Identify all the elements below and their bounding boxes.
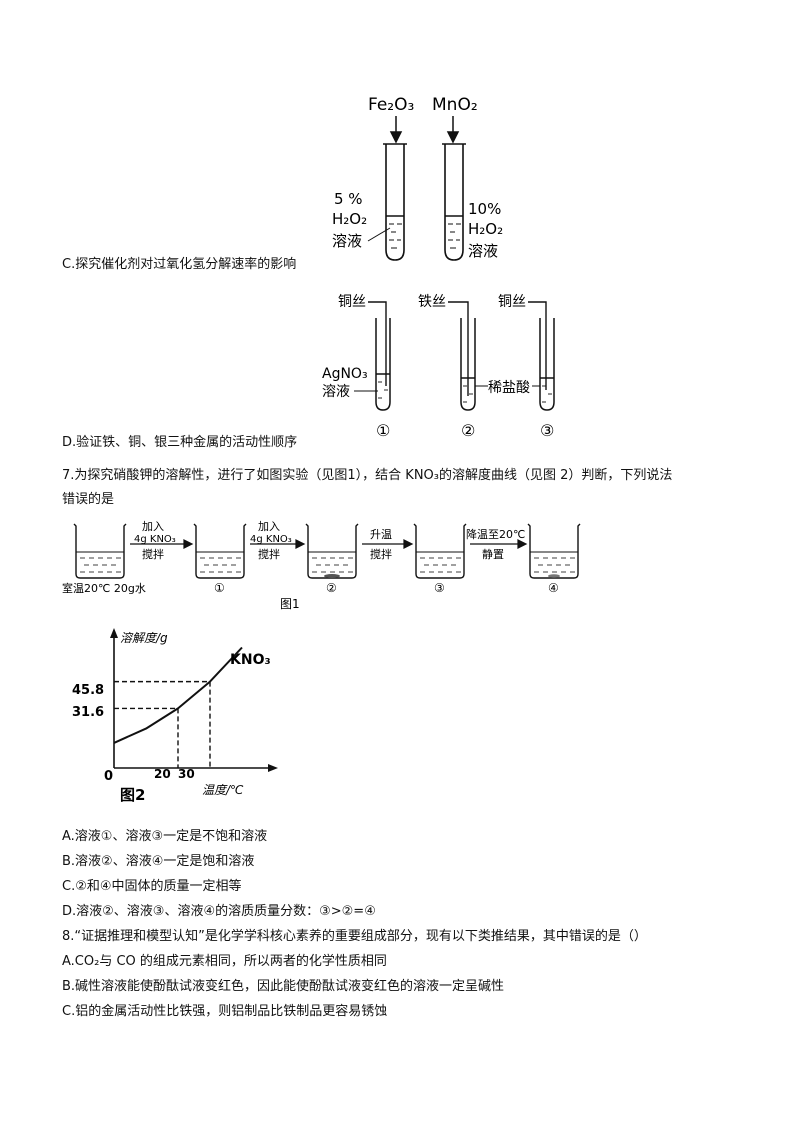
step2-mid: 4g KNO₃ bbox=[250, 534, 292, 545]
kno3-solubility-curve bbox=[113, 646, 243, 744]
q8-option-c: C.铝的金属活动性比铁强，则铝制品比铁制品更容易锈蚀 bbox=[62, 1004, 388, 1019]
x-tick-20: 20 bbox=[154, 767, 171, 781]
dilute-hcl-label: 稀盐酸 bbox=[488, 380, 530, 396]
figure-1-caption: 图1 bbox=[280, 597, 300, 611]
reagent-fe2o3-label: Fe₂O₃ bbox=[368, 95, 414, 115]
beaker-label-4: ④ bbox=[548, 581, 559, 595]
tube-number-2: ② bbox=[461, 421, 475, 440]
q7-stem-line2: 错误的是 bbox=[62, 492, 115, 507]
arrow-icon bbox=[389, 116, 460, 144]
y-tick-31-6: 31.6 bbox=[72, 705, 104, 720]
tube-number-1: ① bbox=[376, 421, 390, 440]
y-tick-45-8: 45.8 bbox=[72, 683, 104, 698]
q7-option-b: B.溶液②、溶液④一定是饱和溶液 bbox=[62, 854, 255, 869]
q7-option-a: A.溶液①、溶液③一定是不饱和溶液 bbox=[62, 829, 268, 844]
arrow-icon bbox=[130, 539, 528, 549]
test-tube-d2 bbox=[460, 318, 476, 411]
start-condition-label: 室温20℃ 20g水 bbox=[62, 581, 146, 595]
q7-stem-line1: 7.为探究硝酸钾的溶解性，进行了如图实验（见图1），结合 KNO₃的溶解度曲线（… bbox=[62, 468, 673, 483]
step3-bot: 搅拌 bbox=[370, 547, 392, 561]
origin-label: 0 bbox=[104, 769, 113, 784]
beaker-label-3: ③ bbox=[434, 581, 445, 595]
conc-10pct-label: 10% bbox=[468, 200, 501, 218]
liquid-dashes-1 bbox=[389, 223, 402, 249]
option-d-q6: D.验证铁、铜、银三种金属的活动性顺序 bbox=[62, 435, 298, 450]
q7-option-c: C.②和④中固体的质量一定相等 bbox=[62, 879, 242, 894]
step1-top: 加入 bbox=[142, 520, 164, 533]
x-axis-label: 温度/℃ bbox=[202, 783, 244, 797]
step1-bot: 搅拌 bbox=[142, 547, 164, 561]
figure-catalyst-tubes: Fe₂O₃ MnO₂ 5 % H₂O₂ 溶液 10% H₂O₂ 溶液 bbox=[332, 95, 503, 261]
beaker-start bbox=[73, 523, 127, 579]
option-c-q6: C.探究催化剂对过氧化氢分解速率的影响 bbox=[62, 257, 297, 272]
step4-bot: 静置 bbox=[482, 547, 504, 561]
beaker-4 bbox=[527, 523, 581, 579]
q7-option-d: D.溶液②、溶液③、溶液④的溶质质量分数：③>②=④ bbox=[62, 904, 376, 919]
step2-bot: 搅拌 bbox=[258, 547, 280, 561]
beaker-label-2: ② bbox=[326, 581, 337, 595]
y-axis-arrow-icon bbox=[110, 628, 118, 638]
tube-number-3: ③ bbox=[540, 421, 554, 440]
beaker-3 bbox=[413, 523, 467, 579]
copper-wire-label-2: 铜丝 bbox=[498, 294, 526, 310]
q8-stem: 8.“证据推理和模型认知”是化学学科核心素养的重要组成部分，现有以下类推结果，其… bbox=[62, 929, 647, 944]
test-tube-1 bbox=[383, 143, 407, 261]
figure-2-solubility-chart: 溶解度/g KNO₃ 45.8 31.6 0 20 30 图2 温度/℃ bbox=[72, 628, 278, 804]
solution-label-d: 溶液 bbox=[322, 384, 350, 400]
figure-1-beakers: 加入 4g KNO₃ 搅拌 加入 4g KNO₃ 搅拌 升温 搅拌 降温至20℃… bbox=[62, 520, 581, 611]
q8-option-b: B.碱性溶液能使酚酞试液变红色，因此能使酚酞试液变红色的溶液一定呈碱性 bbox=[62, 979, 505, 994]
h2o2-label-left: H₂O₂ bbox=[332, 210, 367, 228]
test-tube-2 bbox=[442, 143, 466, 261]
step2-top: 加入 bbox=[258, 520, 280, 533]
liquid-dashes-2 bbox=[448, 223, 461, 249]
test-tube-d3 bbox=[539, 318, 555, 411]
figure-metal-activity: 铜丝 铁丝 铜丝 AgNO₃ 溶液 稀盐酸 ① ② ③ bbox=[322, 294, 555, 440]
beaker-label-1: ① bbox=[214, 581, 225, 595]
solution-label-right: 溶液 bbox=[468, 242, 498, 260]
step1-mid: 4g KNO₃ bbox=[134, 534, 176, 545]
x-axis-arrow-icon bbox=[268, 764, 278, 772]
series-label: KNO₃ bbox=[230, 652, 271, 668]
beaker-1 bbox=[193, 523, 247, 579]
agno3-label: AgNO₃ bbox=[322, 366, 368, 382]
figure-2-caption: 图2 bbox=[120, 786, 145, 804]
copper-wire-label-1: 铜丝 bbox=[338, 294, 366, 310]
step4-top: 降温至20℃ bbox=[466, 527, 525, 541]
solution-label-left: 溶液 bbox=[332, 232, 362, 250]
test-tube-d1 bbox=[375, 318, 391, 411]
beaker-2 bbox=[305, 523, 359, 579]
x-tick-30: 30 bbox=[178, 767, 195, 781]
reagent-mno2-label: MnO₂ bbox=[432, 95, 478, 115]
conc-5pct-label: 5 % bbox=[334, 190, 363, 208]
iron-wire-label: 铁丝 bbox=[418, 294, 446, 310]
h2o2-label-right: H₂O₂ bbox=[468, 220, 503, 238]
q8-option-a: A.CO₂与 CO 的组成元素相同，所以两者的化学性质相同 bbox=[62, 954, 387, 969]
step3-top: 升温 bbox=[370, 528, 392, 541]
y-axis-label: 溶解度/g bbox=[120, 631, 168, 645]
